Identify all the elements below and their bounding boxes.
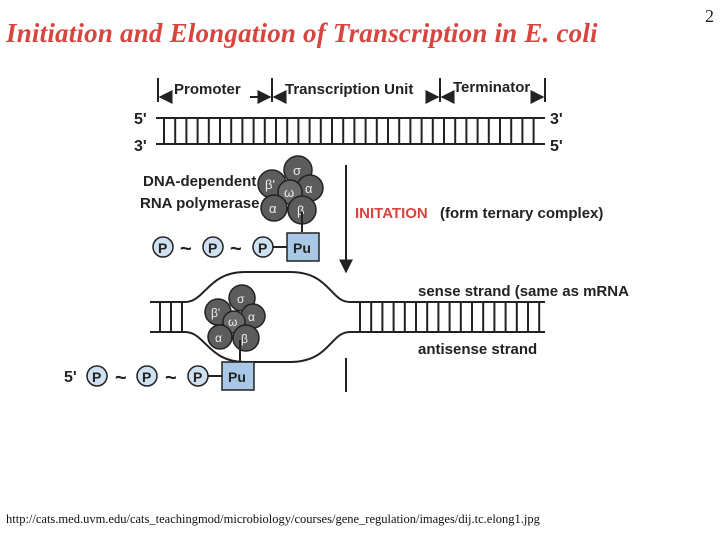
dna-bottom-right-end: 5'	[550, 138, 563, 155]
transcription-unit-label: Transcription Unit	[285, 81, 413, 98]
source-url: http://cats.med.uvm.edu/cats_teachingmod…	[6, 512, 540, 526]
region-markers: Promoter Transcription Unit Terminator	[157, 78, 546, 104]
label-beta: β	[297, 203, 304, 218]
bound-phosphate-3-label: P	[193, 369, 202, 385]
rna-polymerase-free: σ β' α ω α β	[257, 155, 324, 225]
dna-top-left-end: 5'	[134, 111, 147, 128]
label-alpha-right: α	[305, 181, 313, 196]
bound-purine-box	[221, 361, 255, 391]
chain-start-label: 5'	[64, 369, 77, 386]
phosphate-1	[152, 236, 174, 258]
phosphate-2-label: P	[208, 240, 217, 256]
bound-phosphate-1	[86, 365, 108, 387]
bound-label-sigma: σ	[237, 292, 245, 306]
bound-subunit-alpha-left	[207, 324, 233, 350]
phosphate-1-label: P	[158, 240, 167, 256]
label-beta-prime: β'	[265, 177, 275, 192]
transcription-bubble: sense strand (same as mRNA antisense str…	[150, 271, 629, 392]
label-alpha-left: α	[269, 201, 277, 216]
dna-top-right-end: 3'	[550, 111, 563, 128]
bound-label-omega: ω	[228, 315, 237, 329]
rna-polymerase-bound: σ β' α ω α β	[204, 284, 266, 352]
label-omega: ω	[284, 185, 294, 200]
polymerase-label-line1: DNA-dependent	[143, 173, 256, 190]
phosphate-2	[202, 236, 224, 258]
initiation-note: (form ternary complex)	[440, 205, 603, 222]
polymerase-label-line2: RNA polymerase	[140, 195, 260, 212]
dna-base-pairs	[163, 118, 535, 144]
nucleotide-chain-bound: 5' P ~ P ~ P Pu	[64, 340, 255, 391]
dna-bottom-left-end: 3'	[134, 138, 147, 155]
slide-title: Initiation and Elongation of Transcripti…	[6, 18, 598, 48]
dna-double-strand: 5' 3' 3' 5'	[134, 111, 563, 155]
bubble-sense-strand	[150, 271, 545, 303]
bound-label-beta-prime: β'	[211, 306, 220, 320]
link-2: ~	[230, 238, 242, 260]
initiation-keyword: INITATION	[355, 205, 428, 222]
slide-number: 2	[705, 6, 714, 26]
label-sigma: σ	[293, 163, 301, 178]
bound-phosphate-2-label: P	[142, 369, 151, 385]
terminator-label: Terminator	[453, 79, 530, 96]
bound-link-2: ~	[165, 367, 177, 389]
nucleotide-chain-free: P ~ P ~ P Pu	[152, 212, 320, 262]
subunit-alpha-left	[260, 194, 288, 222]
promoter-label: Promoter	[174, 81, 241, 98]
bubble-antisense-strand	[150, 331, 545, 363]
bound-label-beta: β	[241, 332, 248, 346]
purine-label: Pu	[293, 240, 311, 256]
bound-phosphate-1-label: P	[92, 369, 101, 385]
bound-phosphate-2	[136, 365, 158, 387]
purine-box	[286, 232, 320, 262]
phosphate-3-label: P	[258, 240, 267, 256]
bound-link-1: ~	[115, 367, 127, 389]
sense-strand-label: sense strand (same as mRNA	[418, 283, 629, 300]
bound-label-alpha-left: α	[215, 331, 222, 345]
link-1: ~	[180, 238, 192, 260]
bubble-base-pairs	[159, 302, 541, 332]
bound-purine-label: Pu	[228, 369, 246, 385]
antisense-strand-label: antisense strand	[418, 341, 537, 358]
bound-label-alpha-right: α	[248, 310, 255, 324]
